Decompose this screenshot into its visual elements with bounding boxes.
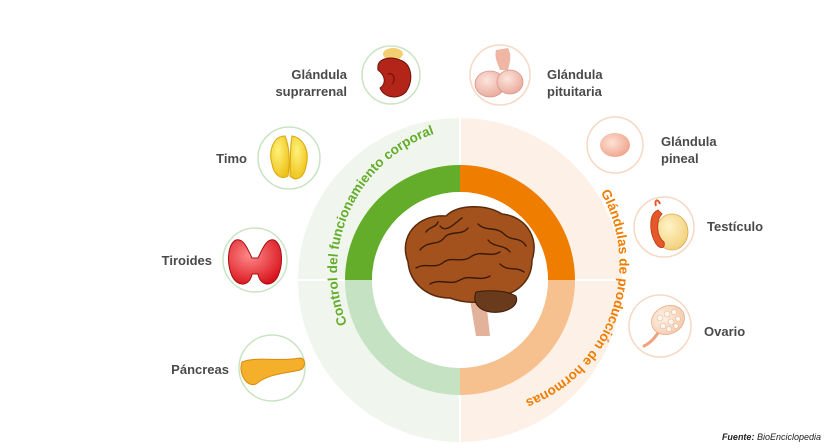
gland-label-pituitaria: Glándula pituitaria (547, 66, 647, 100)
gland-label-line1: Glándula (547, 67, 603, 82)
ring-segment-green-light (345, 280, 460, 395)
ring-segment-green-dark (345, 165, 460, 280)
gland-label-line1: Glándula (661, 134, 717, 149)
gland-label-line1: Páncreas (171, 362, 229, 377)
gland-label-pineal: Glándula pineal (661, 133, 761, 167)
gland-label-ovario: Ovario (704, 323, 804, 340)
thyroid-icon (222, 227, 288, 293)
ring-segment-orange-dark (460, 165, 575, 280)
segment-ring (345, 165, 575, 395)
gland-label-line2: pineal (661, 151, 699, 166)
gland-label-line1: Testículo (707, 219, 764, 234)
gland-label-suprarrenal: Glándula suprarrenal (227, 66, 347, 100)
testicle-icon (633, 196, 695, 258)
source-credit: Fuente: BioEnciclopedia (722, 432, 821, 442)
pineal-gland-icon (586, 116, 644, 174)
pituitary-gland-icon (469, 44, 531, 106)
thymus-icon (257, 126, 321, 190)
gland-label-line1: Timo (216, 151, 247, 166)
gland-label-pancreas: Páncreas (139, 361, 229, 378)
gland-label-line1: Tiroides (161, 253, 212, 268)
gland-label-line1: Ovario (704, 324, 746, 339)
gland-label-line2: suprarrenal (275, 84, 347, 99)
source-prefix: Fuente: (721, 432, 755, 442)
gland-label-line1: Glándula (291, 67, 347, 82)
source-name: BioEnciclopedia (756, 432, 821, 442)
gland-label-line2: pituitaria (547, 84, 602, 99)
gland-label-timo: Timo (167, 150, 247, 167)
gland-label-testiculo: Testículo (707, 218, 807, 235)
ovary-icon (628, 294, 692, 358)
pancreas-icon (238, 334, 306, 402)
ring-segment-orange-light (460, 280, 575, 395)
brain-icon (404, 206, 535, 336)
gland-label-tiroides: Tiroides (132, 252, 212, 269)
adrenal-gland-icon (361, 45, 421, 105)
